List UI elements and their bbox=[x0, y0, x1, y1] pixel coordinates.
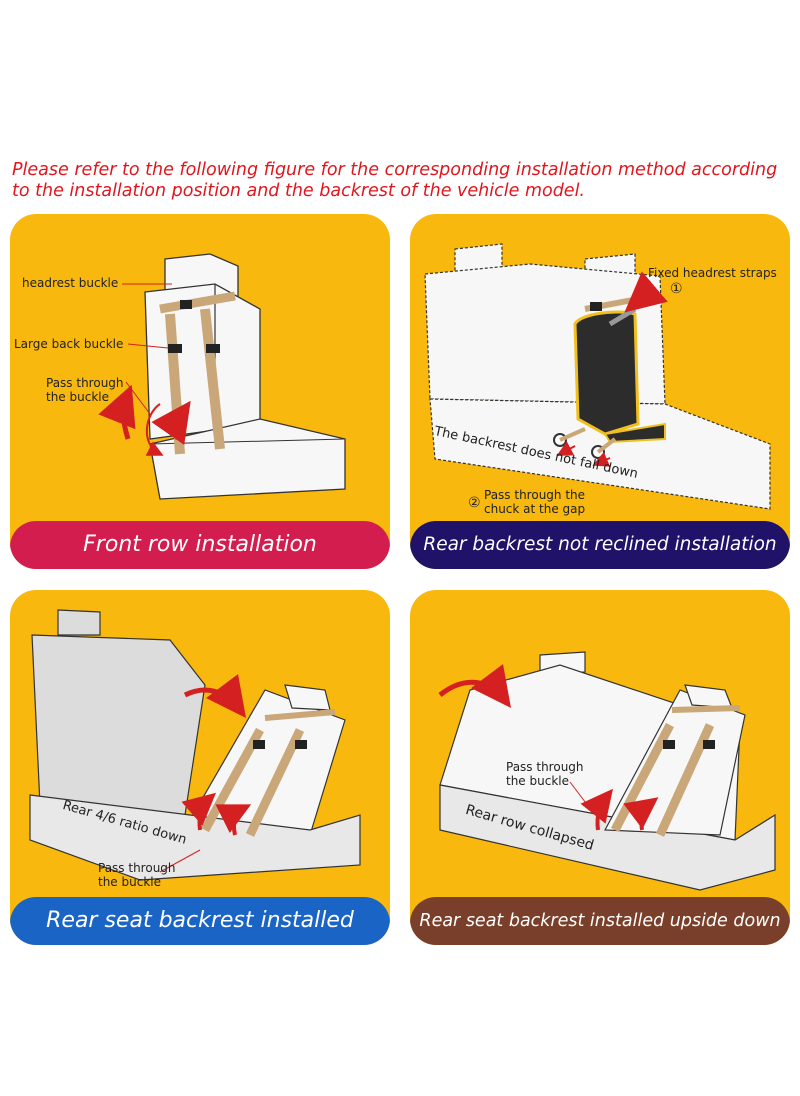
caption-rear-not-reclined: Rear backrest not reclined installation bbox=[410, 521, 790, 569]
panel-rear-backrest-installed: Rear 4/6 ratio down Pass through the buc… bbox=[10, 590, 390, 945]
pass-through-label-line1: Pass through bbox=[98, 861, 176, 875]
pass-through-label-line1: Pass through bbox=[506, 760, 584, 774]
rear-collapsed-seat-illustration bbox=[438, 651, 776, 891]
headrest-buckle-label: headrest buckle bbox=[22, 276, 119, 290]
pass-gap-label-line2: chuck at the gap bbox=[484, 502, 586, 516]
panel-rear-not-reclined: Fixed headrest straps ① The backrest doe… bbox=[410, 214, 790, 569]
intro-text: Please refer to the following figure for… bbox=[12, 160, 778, 201]
caption-rear-backrest-installed: Rear seat backrest installed bbox=[10, 897, 390, 945]
pass-through-label-line1: Pass through bbox=[46, 376, 124, 390]
large-back-buckle-label: Large back buckle bbox=[14, 337, 124, 351]
caption-rear-upside-down: Rear seat backrest installed upside down bbox=[410, 897, 790, 945]
step-1-marker: ① bbox=[670, 281, 683, 297]
rear-split-seat-illustration bbox=[29, 609, 361, 881]
fixed-headrest-straps-label: Fixed headrest straps bbox=[648, 266, 777, 280]
step-2-marker: ② bbox=[468, 495, 481, 511]
pass-gap-label-line1: Pass through the bbox=[484, 488, 586, 502]
pass-through-label-line2: the buckle bbox=[98, 875, 161, 889]
front-seat-illustration bbox=[98, 253, 346, 500]
panel-front-row: headrest buckle Large back buckle Pass t… bbox=[10, 214, 390, 569]
panel-rear-upside-down: Pass through the buckle Rear row collaps… bbox=[410, 590, 790, 945]
pass-through-label-line2: the buckle bbox=[506, 774, 569, 788]
rear-bench-illustration bbox=[424, 243, 771, 510]
pass-through-label-line2: the buckle bbox=[46, 390, 109, 404]
caption-front-row: Front row installation bbox=[10, 521, 390, 569]
